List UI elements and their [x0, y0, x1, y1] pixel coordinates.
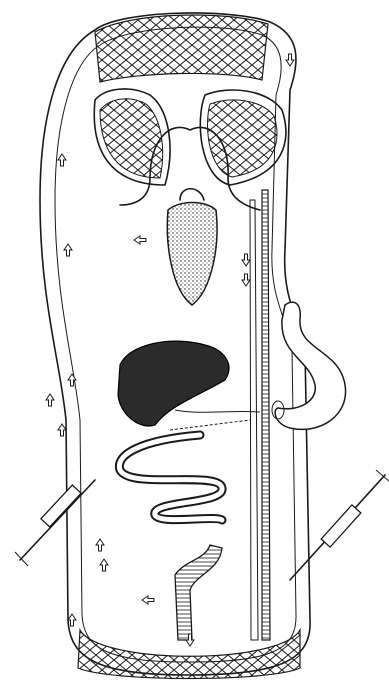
flow-arrow-up: [100, 559, 108, 571]
flow-arrow-left: [134, 236, 146, 244]
portal-vein: [170, 420, 250, 430]
left-lung-capillaries: [100, 99, 163, 178]
flow-arrow-up: [68, 614, 76, 626]
liver: [118, 341, 229, 426]
flow-arrow-up: [58, 154, 66, 166]
head-capillary-bed: [95, 15, 268, 82]
flow-arrow-left: [142, 596, 154, 604]
flow-arrow-up: [64, 244, 72, 256]
stomach: [275, 302, 345, 429]
flow-arrow-down: [242, 254, 250, 266]
flow-arrow-down: [286, 54, 294, 66]
vena-cava: [250, 200, 258, 640]
flow-arrow-up: [96, 539, 104, 551]
flow-arrow-down: [242, 274, 250, 286]
portal-connection: [175, 410, 260, 412]
right-lung-capillaries: [208, 100, 277, 177]
heart-upper-chambers: [180, 189, 204, 200]
left-syringe: [15, 480, 95, 566]
heart: [167, 203, 217, 306]
large-intestine: [175, 545, 222, 640]
flow-arrow-up: [58, 424, 66, 436]
aorta: [262, 190, 270, 640]
flow-arrow-up: [46, 394, 54, 406]
left-pulmonary-vessel: [120, 178, 150, 205]
right-syringe: [290, 470, 389, 580]
